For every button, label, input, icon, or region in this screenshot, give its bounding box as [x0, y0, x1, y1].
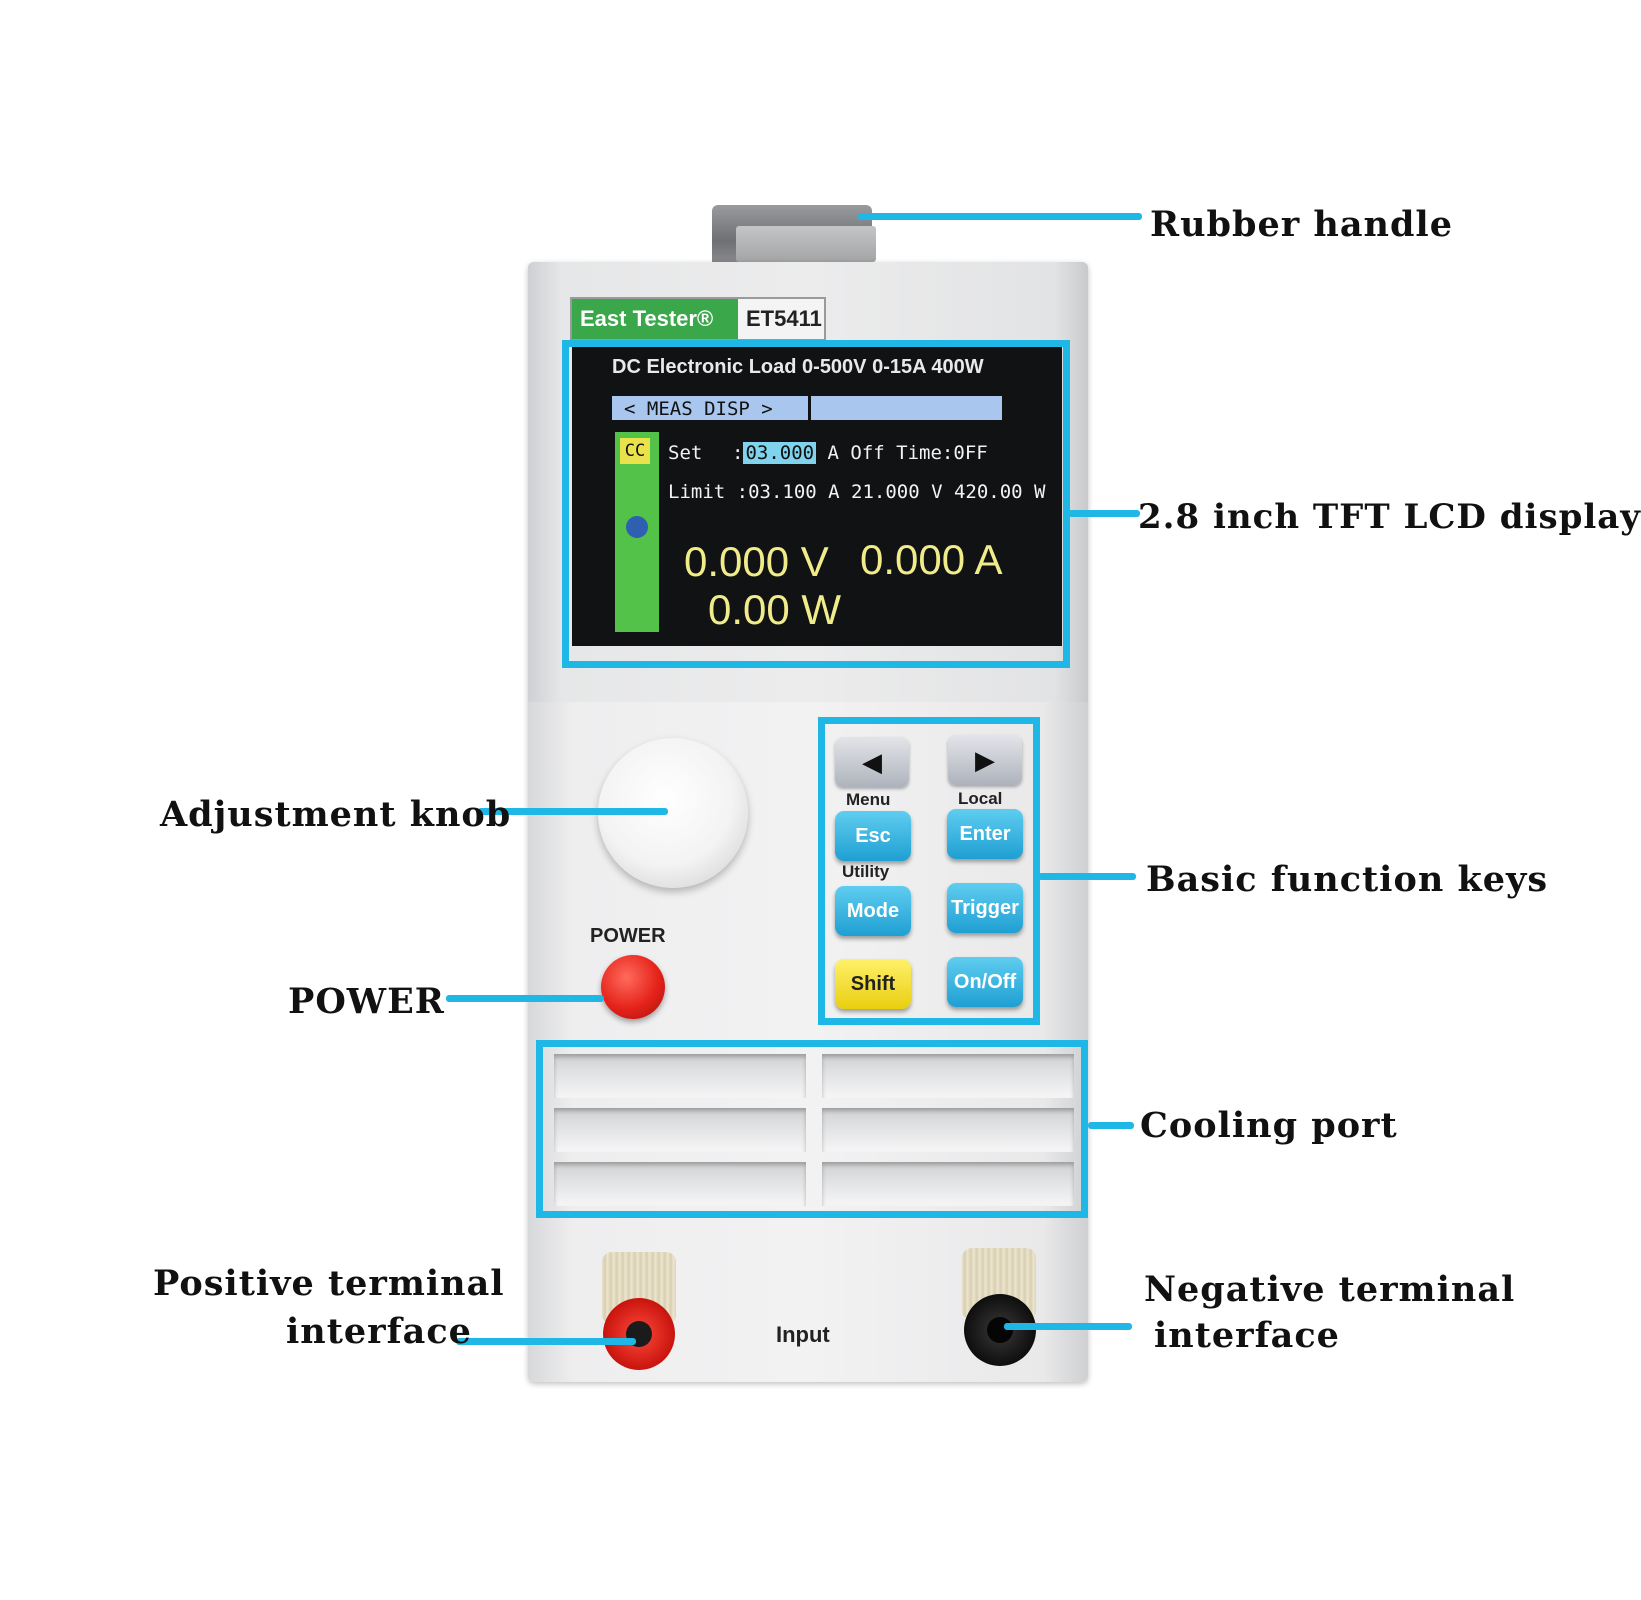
- lcd-power: 0.00 W: [708, 586, 842, 633]
- rubber-handle-grip: [736, 226, 876, 262]
- lcd-menu-text: < MEAS DISP >: [624, 398, 773, 420]
- esc-key[interactable]: Esc: [835, 811, 911, 861]
- leader-keys: [1038, 873, 1136, 880]
- lcd-set-rest: A Off Time:0FF: [827, 442, 988, 464]
- callout-power: POWER: [288, 981, 445, 1022]
- power-button[interactable]: [601, 955, 665, 1019]
- leader-rubber-handle: [858, 213, 1142, 220]
- leader-knob: [478, 808, 668, 815]
- vent-slot: [822, 1162, 1074, 1206]
- enter-key[interactable]: Enter: [947, 809, 1023, 859]
- callout-positive-terminal-line2: interface: [286, 1311, 472, 1352]
- mode-key[interactable]: Mode: [835, 886, 911, 936]
- lcd-voltage: 0.000 V: [684, 538, 829, 585]
- input-label: Input: [776, 1322, 830, 1347]
- callout-basic-keys: Basic function keys: [1146, 859, 1549, 900]
- local-label: Local: [958, 789, 1003, 808]
- leader-negative: [1004, 1323, 1132, 1330]
- onoff-key[interactable]: On/Off: [947, 957, 1023, 1007]
- utility-label: Utility: [842, 862, 890, 881]
- lcd-title: DC Electronic Load 0-500V 0-15A 400W: [612, 356, 984, 378]
- callout-adjustment-knob: Adjustment knob: [160, 794, 512, 835]
- lcd-set-value: 03.000: [743, 442, 817, 464]
- brand-plate: East Tester® ET5411: [570, 297, 826, 341]
- leader-lcd: [1068, 510, 1140, 517]
- right-arrow-key[interactable]: ▶: [948, 735, 1022, 785]
- power-label: POWER: [590, 925, 666, 947]
- lcd-menu-bar: [612, 396, 1002, 420]
- lcd-set-label: Set: [668, 442, 703, 464]
- cooling-highlight-box: [536, 1040, 1088, 1218]
- callout-positive-terminal-line1: Positive terminal: [153, 1263, 505, 1304]
- lcd-status-dot: [626, 516, 648, 538]
- keys-highlight-box: [818, 717, 1040, 1025]
- leader-positive: [456, 1338, 636, 1345]
- model-number: ET5411: [746, 306, 822, 331]
- callout-negative-terminal-line2: interface: [1154, 1315, 1340, 1356]
- lcd-highlight-box: [562, 340, 1070, 668]
- callout-cooling-port: Cooling port: [1140, 1105, 1398, 1146]
- shift-key[interactable]: Shift: [835, 959, 911, 1009]
- callout-lcd-display: 2.8 inch TFT LCD display: [1138, 497, 1641, 537]
- callout-negative-terminal-line1: Negative terminal: [1144, 1269, 1516, 1310]
- vent-slot: [822, 1108, 1074, 1152]
- vent-slot: [554, 1162, 806, 1206]
- leader-power: [446, 995, 604, 1002]
- vent-slot: [822, 1054, 1074, 1098]
- lcd-menu-divider: [808, 396, 811, 420]
- leader-cooling: [1088, 1122, 1134, 1129]
- vent-slot: [554, 1054, 806, 1098]
- callout-rubber-handle: Rubber handle: [1150, 204, 1453, 245]
- negative-terminal-hole: [987, 1317, 1013, 1343]
- left-arrow-key[interactable]: ◀: [835, 737, 909, 787]
- lcd-set-colon: :: [732, 442, 744, 464]
- vent-slot: [554, 1108, 806, 1152]
- menu-label: Menu: [846, 790, 891, 809]
- lcd-limit-line: Limit :03.100 A 21.000 V 420.00 W: [668, 481, 1046, 503]
- lcd-mode-badge: CC: [620, 438, 650, 464]
- brand-name: East Tester®: [572, 299, 738, 339]
- trigger-key[interactable]: Trigger: [947, 883, 1023, 933]
- lcd-current: 0.000 A: [860, 536, 1003, 583]
- lcd-set-line: :03.000 A Off Time:0FF: [732, 442, 988, 464]
